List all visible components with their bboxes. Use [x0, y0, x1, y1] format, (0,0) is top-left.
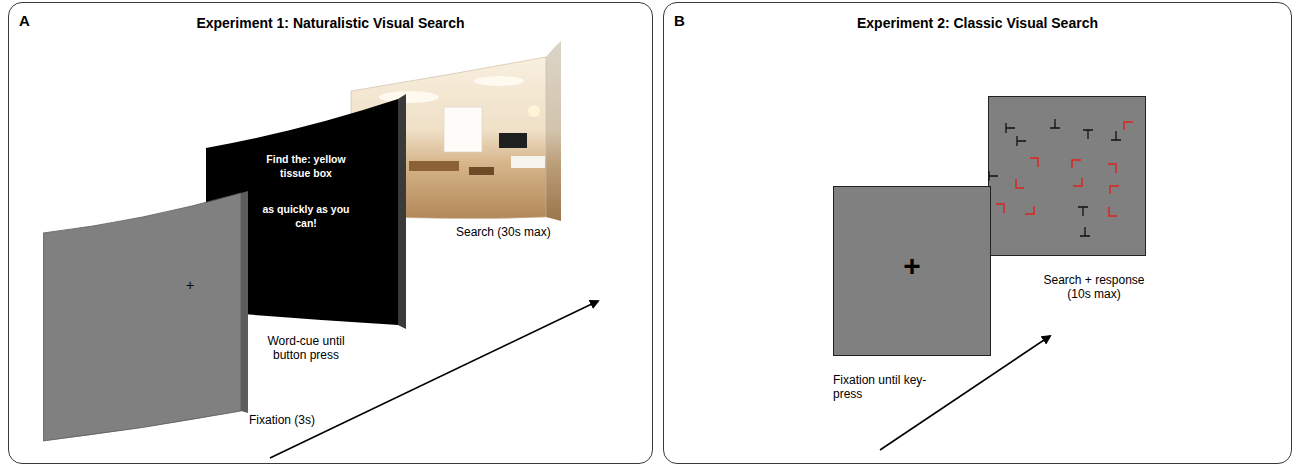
- step-caption: Search (30s max): [456, 225, 551, 239]
- step-caption: Search + response (10s max): [1038, 273, 1150, 302]
- panel-letter: A: [19, 12, 30, 30]
- search-screen: [988, 96, 1146, 256]
- step-caption: Fixation until key-press: [833, 373, 945, 402]
- screen: +Fixation until key-press: [833, 186, 991, 356]
- fixation-screen: [43, 191, 249, 443]
- cue-text: Find the: yellow tissue box: [251, 153, 361, 180]
- panel: AExperiment 1: Naturalistic Visual Searc…: [8, 2, 653, 464]
- time-arrow: [270, 301, 598, 458]
- panel-title: Experiment 1: Naturalistic Visual Search: [9, 15, 652, 32]
- cue-text: as quickly as you can!: [254, 203, 358, 230]
- step-caption: Fixation (3s): [249, 413, 315, 427]
- fixation-cross: +: [833, 248, 991, 284]
- screen: +Fixation (3s): [43, 191, 249, 443]
- panel: BExperiment 2: Classic Visual Search +Fi…: [663, 2, 1292, 464]
- step-caption: Word-cue until button press: [256, 334, 356, 363]
- fixation-cross: +: [183, 277, 197, 294]
- panel-letter: B: [674, 12, 685, 30]
- screen: Search + response (10s max): [988, 96, 1146, 256]
- panel-title: Experiment 2: Classic Visual Search: [664, 15, 1291, 32]
